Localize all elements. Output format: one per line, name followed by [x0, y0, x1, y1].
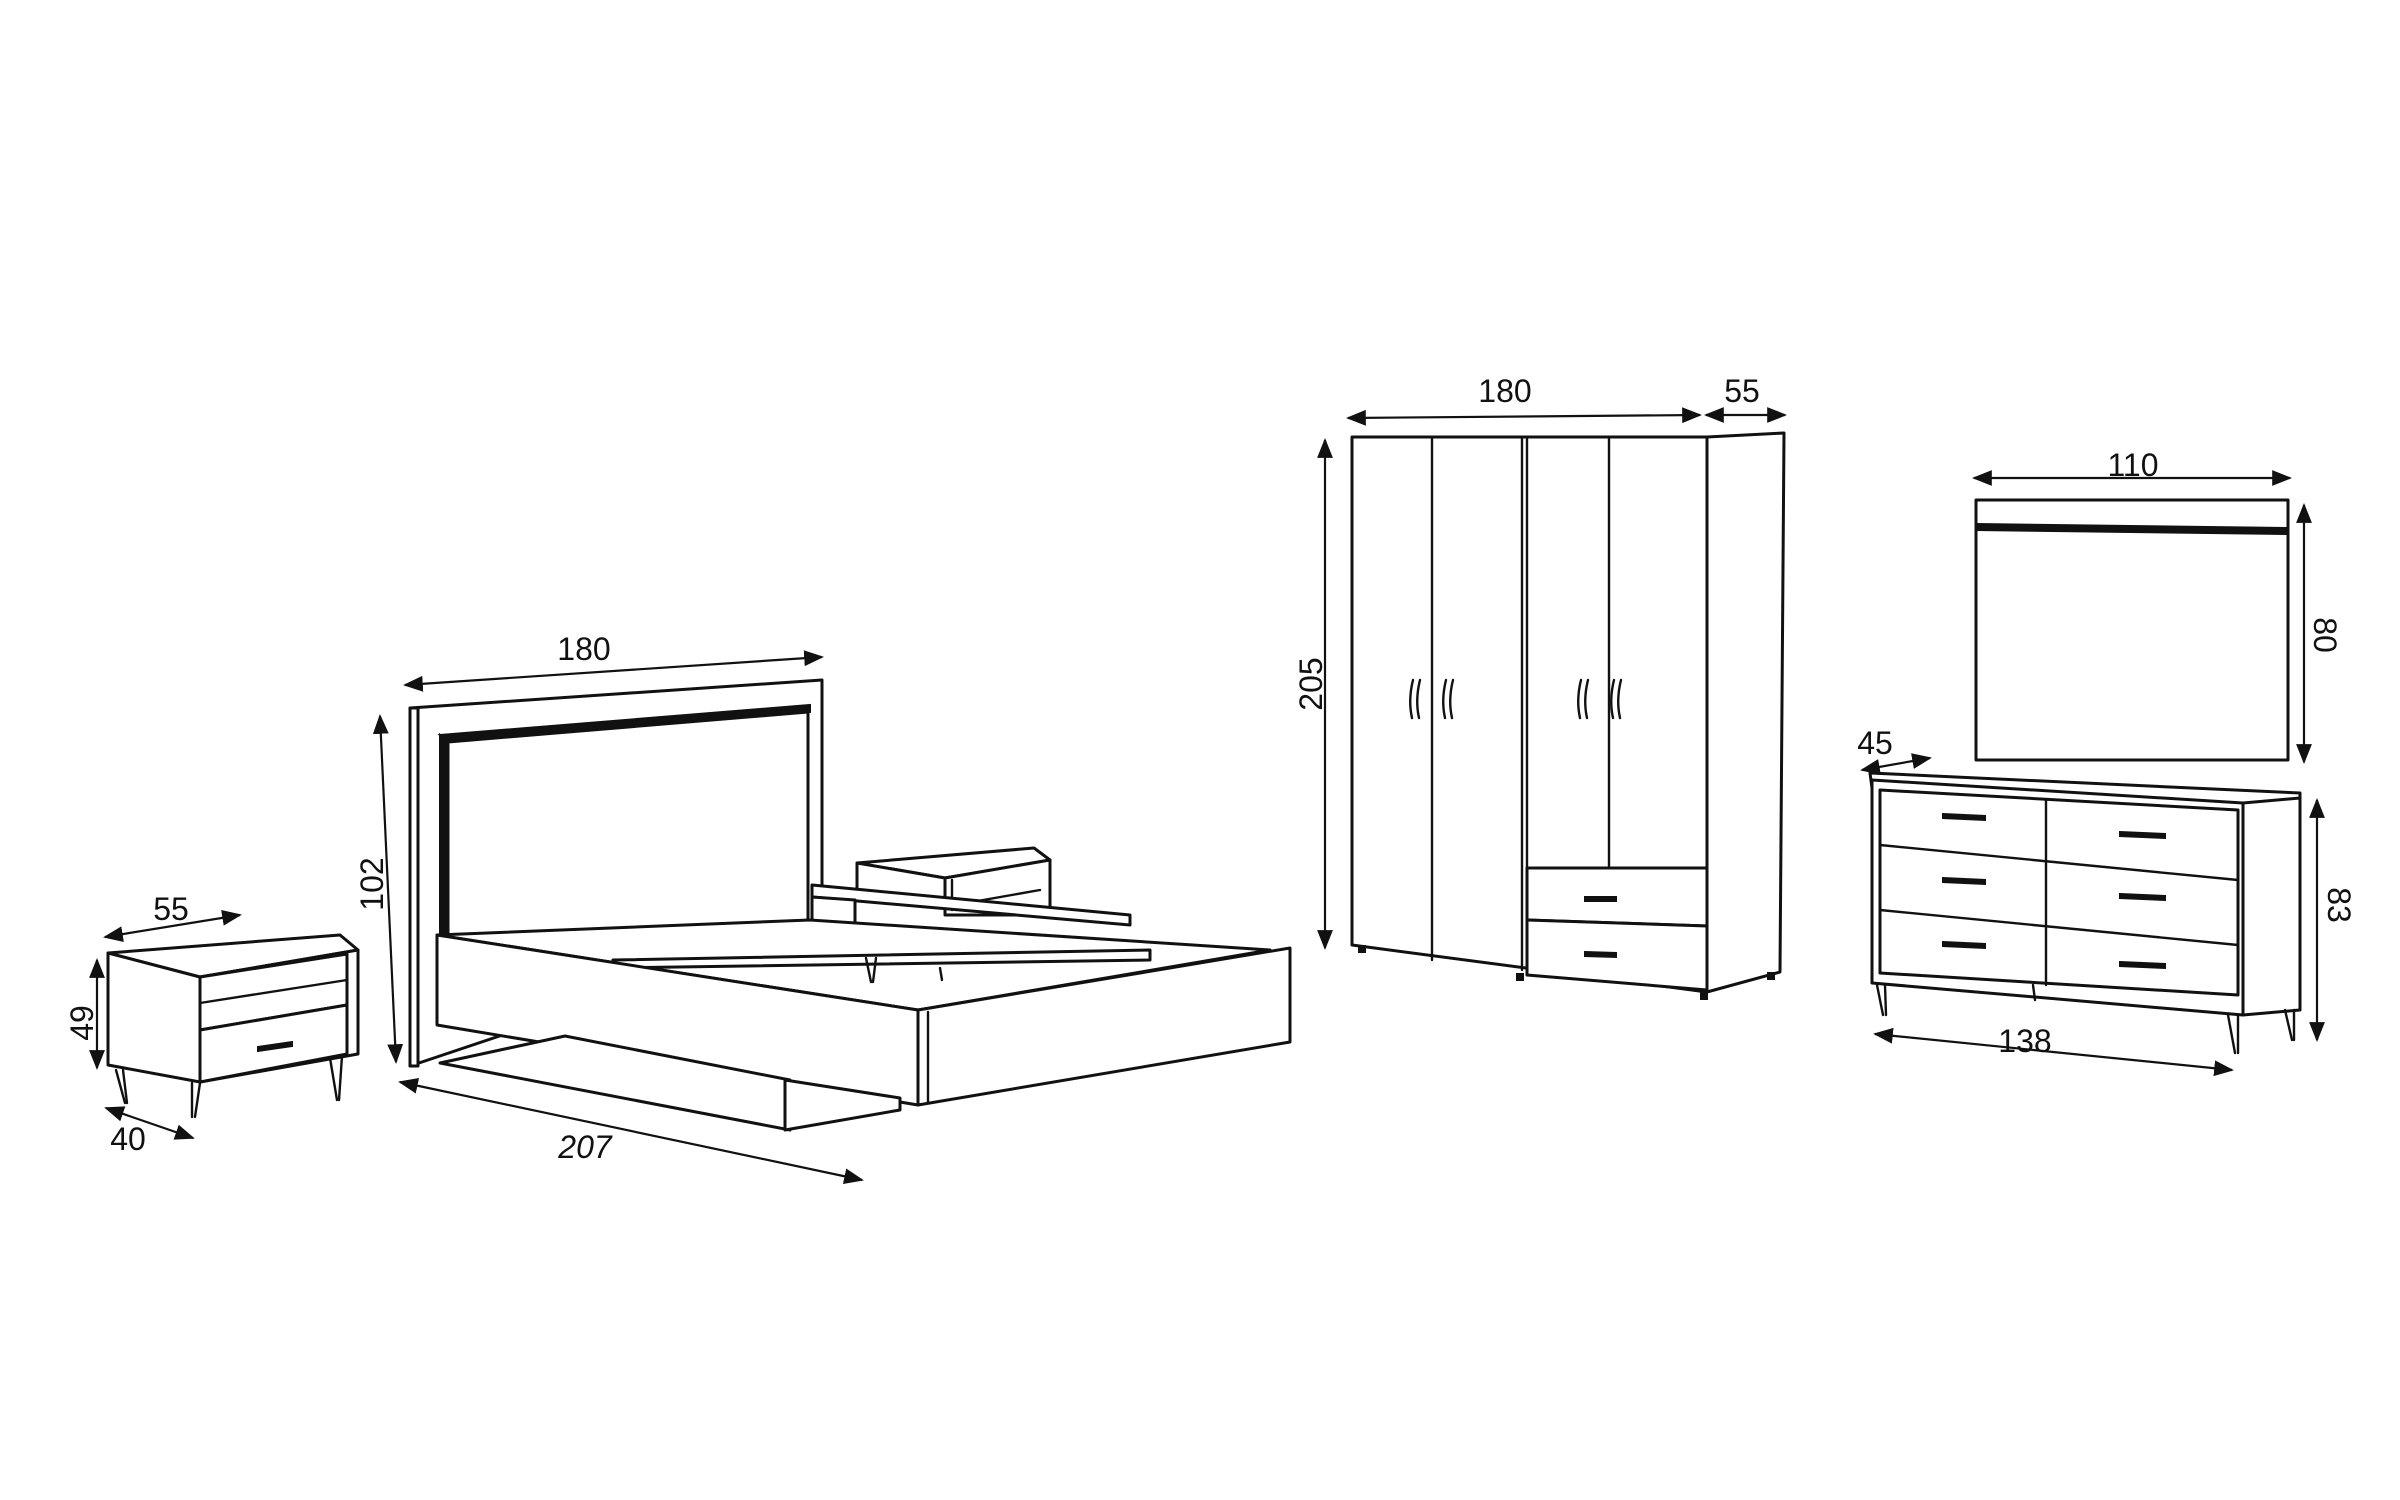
dresser-height-label: 83 [2321, 887, 2357, 923]
dresser-depth-label: 45 [1857, 725, 1893, 761]
nightstand-drawing [106, 933, 360, 1119]
bed-length-label: 207 [557, 1129, 613, 1165]
wardrobe-dimensions: 180 55 205 [1293, 373, 1787, 950]
mirror-height-label: 80 [2307, 617, 2343, 653]
wardrobe-height-label: 205 [1293, 657, 1329, 710]
bed-drawing [408, 678, 1292, 1132]
nightstand-depth-label: 40 [110, 1121, 146, 1157]
dresser-dimensions: 45 83 138 [1857, 725, 2357, 1077]
wardrobe-drawing [1350, 431, 1786, 1000]
bed-dimensions: 180 102 207 [354, 631, 864, 1185]
nightstand-dimensions: 55 49 40 [64, 891, 242, 1157]
mirror-width-label: 110 [2107, 447, 2158, 483]
nightstand-height-label: 49 [64, 1005, 100, 1041]
nightstand-width-label: 55 [153, 891, 189, 927]
wardrobe-depth-label: 55 [1724, 373, 1760, 409]
dresser-drawing [1868, 771, 2302, 1055]
dresser-width-label: 138 [1998, 1023, 2051, 1059]
mirror-drawing [1974, 498, 2290, 762]
bed-height-label: 102 [354, 857, 390, 910]
bed-width-label: 180 [557, 631, 610, 667]
wardrobe-width-label: 180 [1478, 373, 1531, 409]
mirror-dimensions: 110 80 [1972, 447, 2343, 764]
